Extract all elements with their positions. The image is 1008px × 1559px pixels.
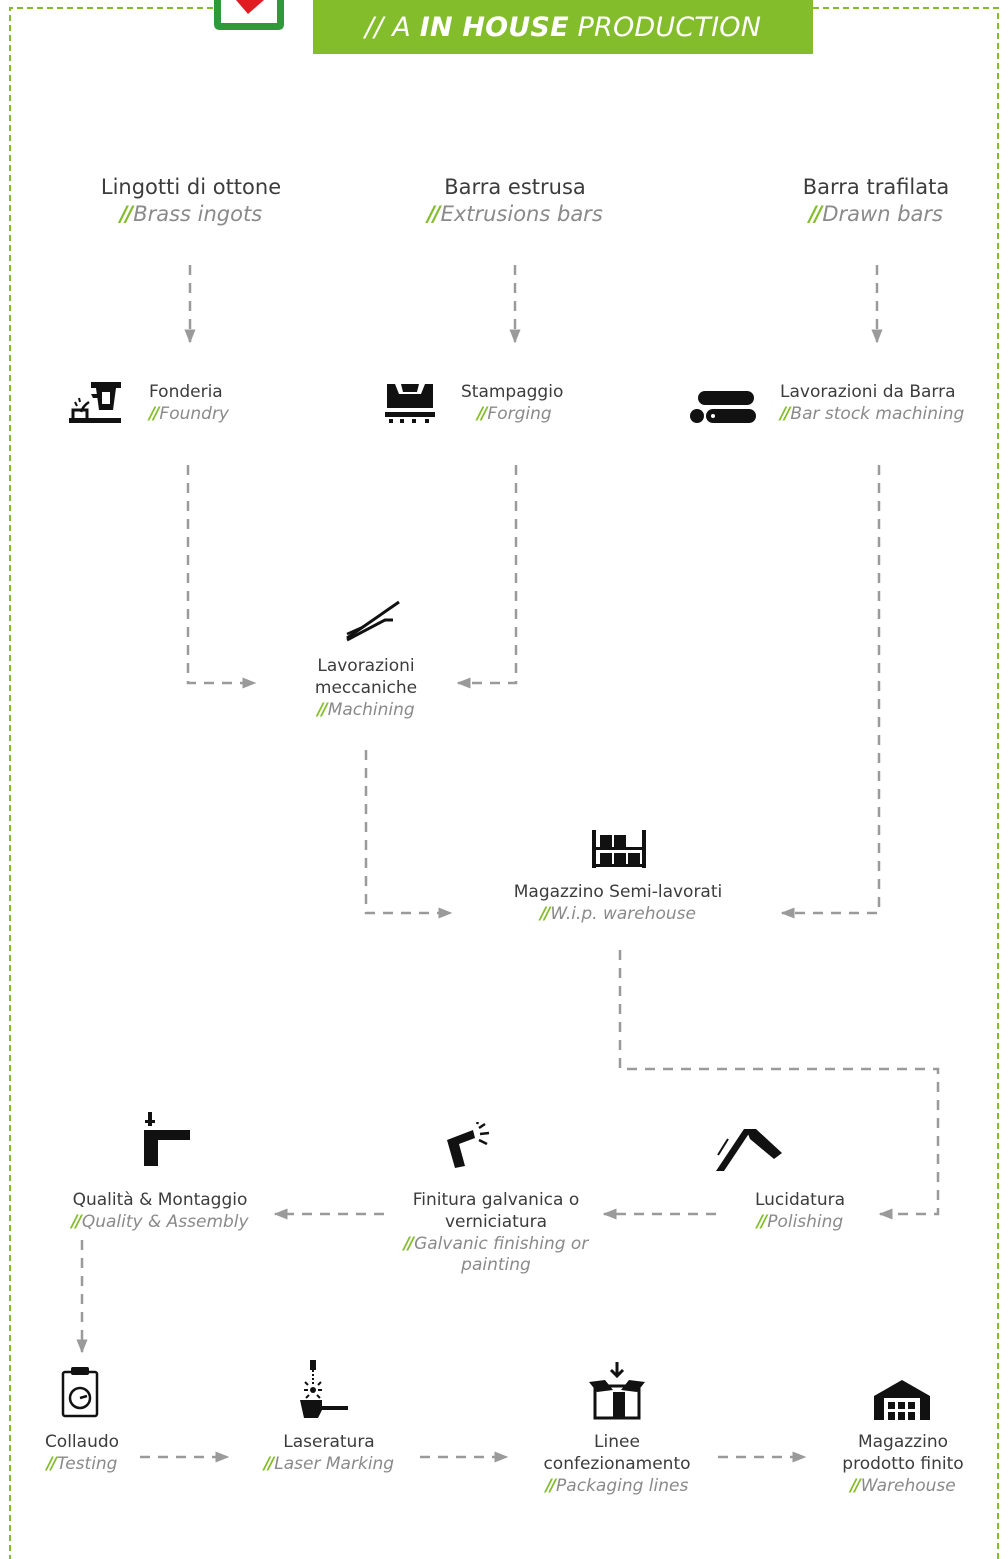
node-subtitle: //Machining [317,699,415,720]
node-subtitle: //Quality & Assembly [71,1211,249,1232]
node-title-line2: confezionamento [543,1453,691,1474]
laser-icon [300,1360,348,1418]
node-subtitle: //Polishing [756,1211,844,1232]
node-title-line1: Linee [594,1432,640,1452]
node-title: Stampaggio [461,382,564,402]
header-prefix: // A [364,11,420,43]
node-finished-warehouse: Magazzino prodotto finito //Warehouse [818,1432,988,1497]
arrow-machining-wip [364,750,453,919]
node-title-line2: meccaniche [314,677,418,698]
box-icon [589,1362,645,1420]
node-forging: Stampaggio //Forging [461,382,611,426]
foundry-icon [69,382,121,423]
node-subtitle: //Laser Marking [263,1453,395,1474]
warehouse-shelf-icon [592,830,646,868]
node-title: Fonderia [149,382,223,402]
node-subtitle: //Extrusions bars [427,201,603,226]
node-foundry: Fonderia //Foundry [149,382,289,426]
arrow-foundry-machining [186,465,257,689]
node-subtitle: //Testing [46,1453,118,1474]
header-banner: // A IN HOUSE PRODUCTION [313,0,813,54]
node-title-line1: Lavorazioni [317,656,415,676]
header-suffix: PRODUCTION [568,11,762,43]
polishing-icon [716,1129,782,1172]
header-bold: IN HOUSE [419,11,569,43]
node-subtitle-line2: painting [461,1255,531,1276]
machining-tool-icon [346,600,400,642]
arrow-forging-machining [456,465,518,689]
node-packaging-lines: Linee confezionamento //Packaging lines [527,1432,707,1497]
node-quality-assembly: Qualità & Montaggio //Quality & Assembly [40,1190,280,1234]
node-title: Barra trafilata [802,175,950,199]
node-title: Lucidatura [754,1190,846,1210]
node-title-line2: verniciatura [444,1211,548,1232]
node-subtitle: //Foundry [149,403,229,424]
node-subtitle: //Forging [477,403,552,424]
node-subtitle: //Bar stock machining [780,403,965,424]
node-title: Collaudo [44,1432,120,1452]
bar-stock-icon [690,391,756,423]
node-polishing: Lucidatura //Polishing [720,1190,880,1234]
node-galvanic-finishing: Finitura galvanica o verniciatura //Galv… [380,1190,612,1277]
node-extrusion-bars: Barra estrusa //Extrusions bars [384,174,646,228]
node-title: Qualità & Montaggio [72,1190,248,1210]
node-testing: Collaudo //Testing [22,1432,142,1476]
forging-press-icon [385,384,435,423]
node-subtitle-line1: //Galvanic finishing or [403,1233,589,1254]
spray-gun-icon [447,1122,490,1168]
node-drawn-bars: Barra trafilata //Drawn bars [745,174,1007,228]
clipboard-gauge-icon [61,1367,99,1418]
node-title-line2: prodotto finito [842,1453,964,1474]
node-subtitle: //W.i.p. warehouse [539,903,696,924]
node-title: Lavorazioni da Barra [780,382,956,402]
node-brass-ingots: Lingotti di ottone //Brass ingots [60,174,322,228]
faucet-icon [144,1112,190,1166]
node-bar-stock-machining: Lavorazioni da Barra //Bar stock machini… [780,382,980,426]
node-subtitle: //Warehouse [850,1475,956,1496]
node-subtitle: //Brass ingots [119,201,263,226]
node-wip-warehouse: Magazzino Semi-lavorati //W.i.p. warehou… [468,882,768,926]
node-title: Laseratura [283,1432,375,1452]
company-logo [214,0,284,30]
node-title: Lingotti di ottone [100,175,282,199]
node-title: Barra estrusa [444,175,586,199]
node-laser-marking: Laseratura //Laser Marking [244,1432,414,1476]
node-title: Magazzino Semi-lavorati [513,882,723,902]
node-subtitle: //Packaging lines [545,1475,689,1496]
warehouse-building-icon [874,1380,930,1420]
arrow-barstock-wip [780,465,881,919]
node-title-line1: Magazzino [857,1432,949,1452]
outer-frame [9,7,999,1559]
node-subtitle: //Drawn bars [809,201,943,226]
node-machining: Lavorazioni meccaniche //Machining [286,656,446,721]
arrow-wip-polishing [618,950,940,1220]
node-title-line1: Finitura galvanica o [412,1190,580,1210]
